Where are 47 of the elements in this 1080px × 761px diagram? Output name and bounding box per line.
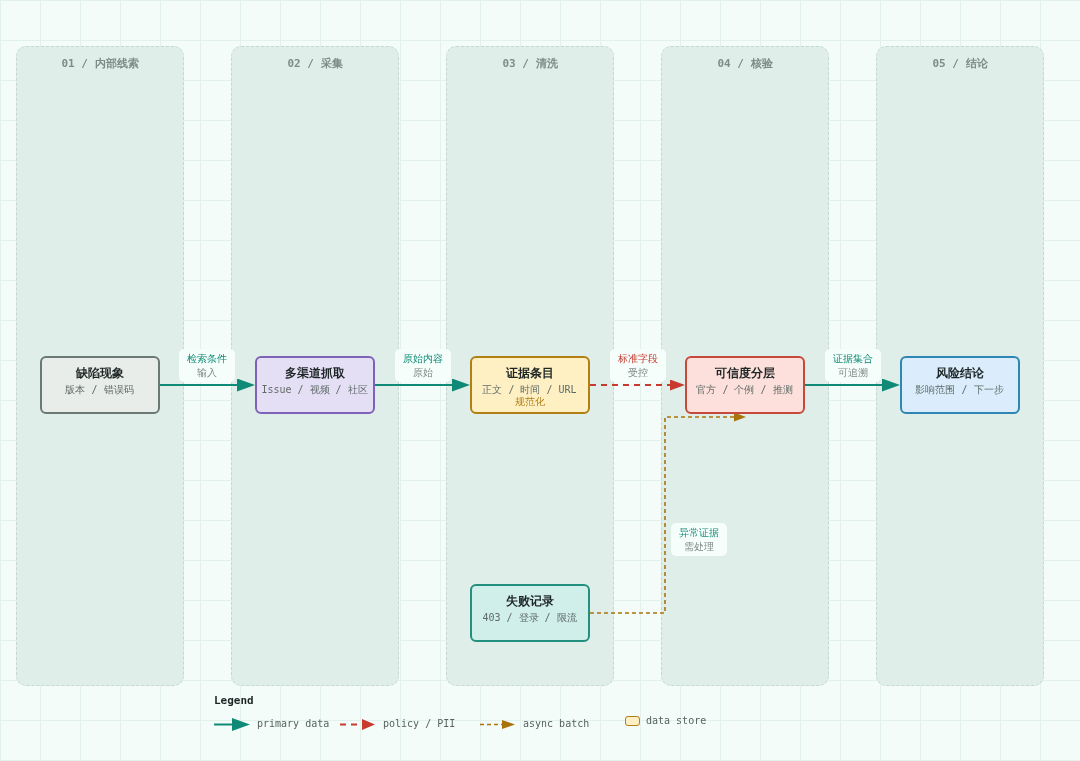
process-box	[254, 355, 375, 414]
lane-header: 05 / 结论	[932, 57, 988, 71]
edge-label: 证据集合	[824, 349, 881, 366]
arrow	[589, 379, 685, 391]
edge-note: 原始	[394, 366, 451, 382]
legend-title: Legend	[214, 694, 254, 708]
process-box	[469, 583, 590, 642]
node-subtitle: 官方 / 个例 / 推测	[696, 383, 793, 396]
lane-header: 04 / 核验	[717, 57, 773, 71]
legend-label: policy / PII	[383, 718, 456, 730]
edge-note: 可追溯	[824, 366, 881, 382]
swimlane	[876, 46, 1044, 686]
node-title: 多渠道抓取	[284, 364, 345, 381]
arrow	[804, 378, 900, 392]
node-subtitle: Issue / 视频 / 社区	[261, 383, 368, 396]
node-subtitle: 版本 / 错误码	[65, 383, 134, 396]
process-box	[469, 355, 590, 414]
node-title: 缺陷现象	[75, 364, 124, 381]
legend-label: data store	[646, 715, 707, 727]
edge-label: 检索条件	[179, 349, 235, 366]
process-box	[39, 355, 160, 414]
edge-note: 输入	[179, 366, 235, 382]
arrow	[159, 378, 255, 392]
node-title: 失败记录	[505, 592, 554, 609]
node-subtitle: 403 / 登录 / 限流	[482, 611, 577, 624]
lane-header: 01 / 内部线索	[61, 57, 139, 71]
node-title: 可信度分层	[714, 364, 775, 381]
process-box	[899, 355, 1020, 414]
node-subtitle: 正文 / 时间 / URL	[482, 383, 577, 396]
lane-header: 03 / 清洗	[502, 57, 558, 71]
edge-note: 受控	[609, 366, 666, 382]
node-title: 风险结论	[935, 364, 984, 381]
swimlane	[446, 46, 614, 686]
lane-header: 02 / 采集	[287, 57, 343, 71]
node-title: 证据条目	[505, 364, 554, 381]
node-subtitle: 影响范围 / 下一步	[915, 383, 1004, 396]
arrow	[589, 412, 746, 614]
swimlane	[16, 46, 184, 686]
legend-label: async batch	[523, 718, 590, 730]
arrow	[374, 378, 470, 392]
process-box	[684, 355, 805, 414]
edge-label: 原始内容	[394, 349, 451, 366]
node-tag: 规范化	[514, 395, 545, 408]
swimlane	[661, 46, 829, 686]
edge-label: 标准字段	[609, 349, 666, 366]
swimlane	[231, 46, 399, 686]
legend-label: primary data	[257, 718, 330, 730]
